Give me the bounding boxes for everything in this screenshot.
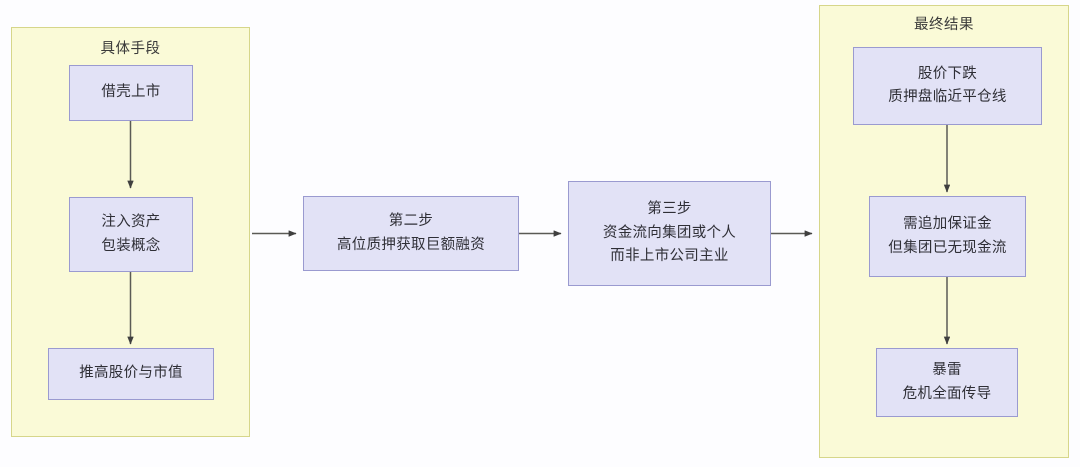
node-line: 第二步 [388,213,434,230]
node-step-two[interactable]: 第二步 高位质押获取巨额融资 [303,196,519,271]
node-margin-call[interactable]: 需追加保证金 但集团已无现金流 [869,196,1026,277]
cluster-means-title: 具体手段 [100,41,161,57]
node-blowup[interactable]: 暴雷 危机全面传导 [876,348,1018,417]
node-line: 包装概念 [101,237,161,254]
node-line: 借壳上市 [101,84,161,101]
node-inject-assets[interactable]: 注入资产 包装概念 [69,197,193,272]
node-line: 需追加保证金 [903,216,992,233]
node-line: 股价下跌 [917,65,978,82]
node-line: 而非上市公司主业 [610,248,729,265]
node-line: 危机全面传导 [902,385,992,402]
node-line: 第三步 [647,201,692,218]
node-line: 质押盘临近平仓线 [888,89,1007,105]
node-step-three[interactable]: 第三步 资金流向集团或个人 而非上市公司主业 [568,181,771,286]
node-line: 资金流向集团或个人 [602,224,737,241]
node-line: 注入资产 [101,214,161,231]
cluster-result-title: 最终结果 [914,17,974,33]
node-price-drop[interactable]: 股价下跌 质押盘临近平仓线 [853,47,1042,125]
node-line: 但集团已无现金流 [888,239,1007,256]
node-line: 推高股价与市值 [79,365,183,382]
node-back-door-listing[interactable]: 借壳上市 [69,65,193,121]
node-boost-share-price[interactable]: 推高股价与市值 [48,348,214,400]
node-line: 高位质押获取巨额融资 [337,236,485,253]
node-line: 暴雷 [932,362,962,379]
